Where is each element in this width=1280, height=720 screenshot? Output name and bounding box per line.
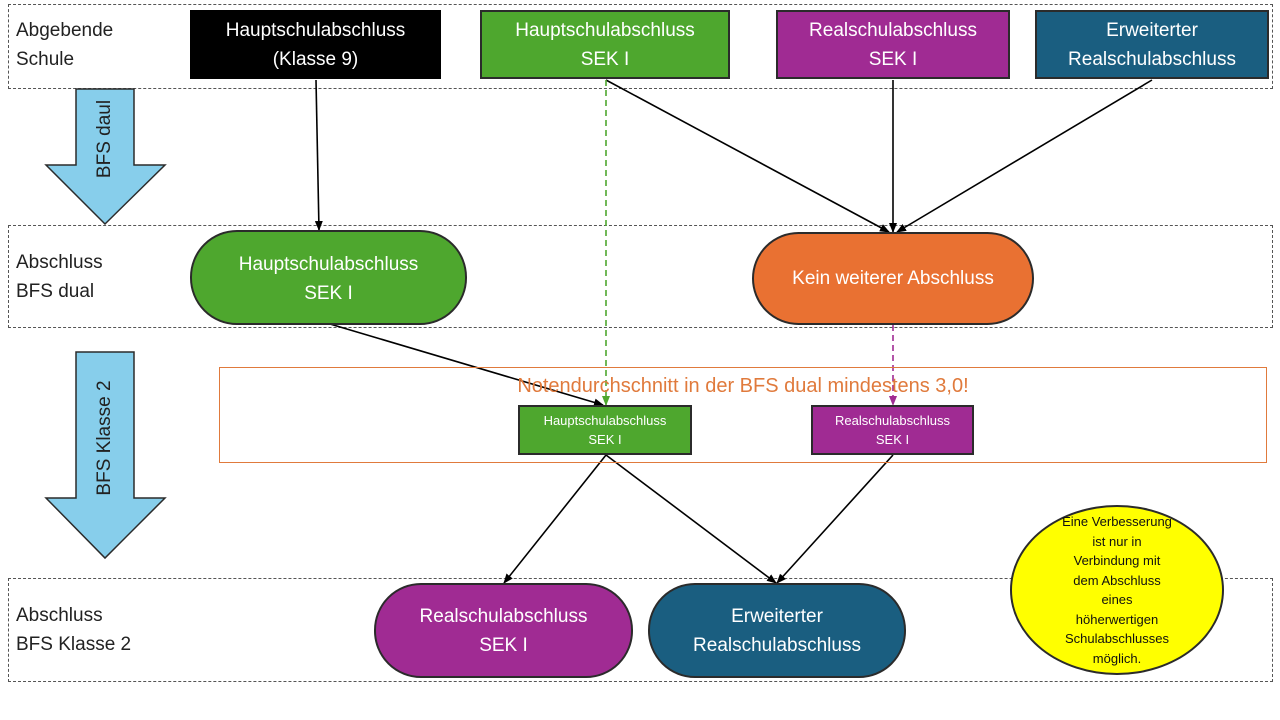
connector-cond-haupt-to-final-erweitert xyxy=(605,454,777,584)
stage-arrow-1-label: BFS daul xyxy=(94,99,115,179)
connector-cond-haupt-to-final-real xyxy=(503,454,607,584)
connector-erweitert-to-kein xyxy=(896,79,1153,233)
source-box-haupt-sek: Hauptschulabschluss SEK I xyxy=(480,10,730,79)
source-box-erweitert: Erweiterter Realschulabschluss xyxy=(1035,10,1269,79)
final-result-erweitert: Erweiterter Realschulabschluss xyxy=(648,583,906,678)
row-label-bfs-klasse2: Abschluss BFS Klasse 2 xyxy=(16,605,132,655)
source-box-real-sek: Realschulabschluss SEK I xyxy=(776,10,1010,79)
source-box-haupt9: Hauptschulabschluss (Klasse 9) xyxy=(190,10,441,79)
final-result-real-sek: Realschulabschluss SEK I xyxy=(374,583,633,678)
connector-haupt-sek-to-kein xyxy=(605,79,890,233)
improvement-note: Eine Verbesserung ist nur in Verbindung … xyxy=(1010,505,1224,675)
stage-arrow-1-shape xyxy=(44,88,167,226)
row-band-bfs-klasse2 xyxy=(8,578,1273,682)
stage-arrow-2-shape xyxy=(44,351,167,560)
dual-result-haupt-sek: Hauptschulabschluss SEK I xyxy=(190,230,467,325)
condition-frame xyxy=(219,367,1267,463)
condition-box-real-sek: Realschulabschluss SEK I xyxy=(811,405,974,455)
connector-cond-real-to-final-erweitert xyxy=(776,454,894,584)
row-band-bfs-dual xyxy=(8,225,1273,328)
dual-result-kein: Kein weiterer Abschluss xyxy=(752,232,1034,325)
connector-dual-haupt-to-cond-haupt xyxy=(329,323,604,407)
condition-box-haupt-sek: Hauptschulabschluss SEK I xyxy=(518,405,692,455)
row-label-bfs-dual: Abschluss BFS dual xyxy=(16,252,103,302)
condition-text: Notendurchschnitt in der BFS dual mindes… xyxy=(517,375,969,397)
row-band-school xyxy=(8,4,1273,89)
connector-haupt9-to-haupt-sek xyxy=(314,79,323,231)
stage-arrow-2-label: BFS Klasse 2 xyxy=(94,380,115,496)
row-label-school: Abgebende Schule xyxy=(16,20,114,70)
